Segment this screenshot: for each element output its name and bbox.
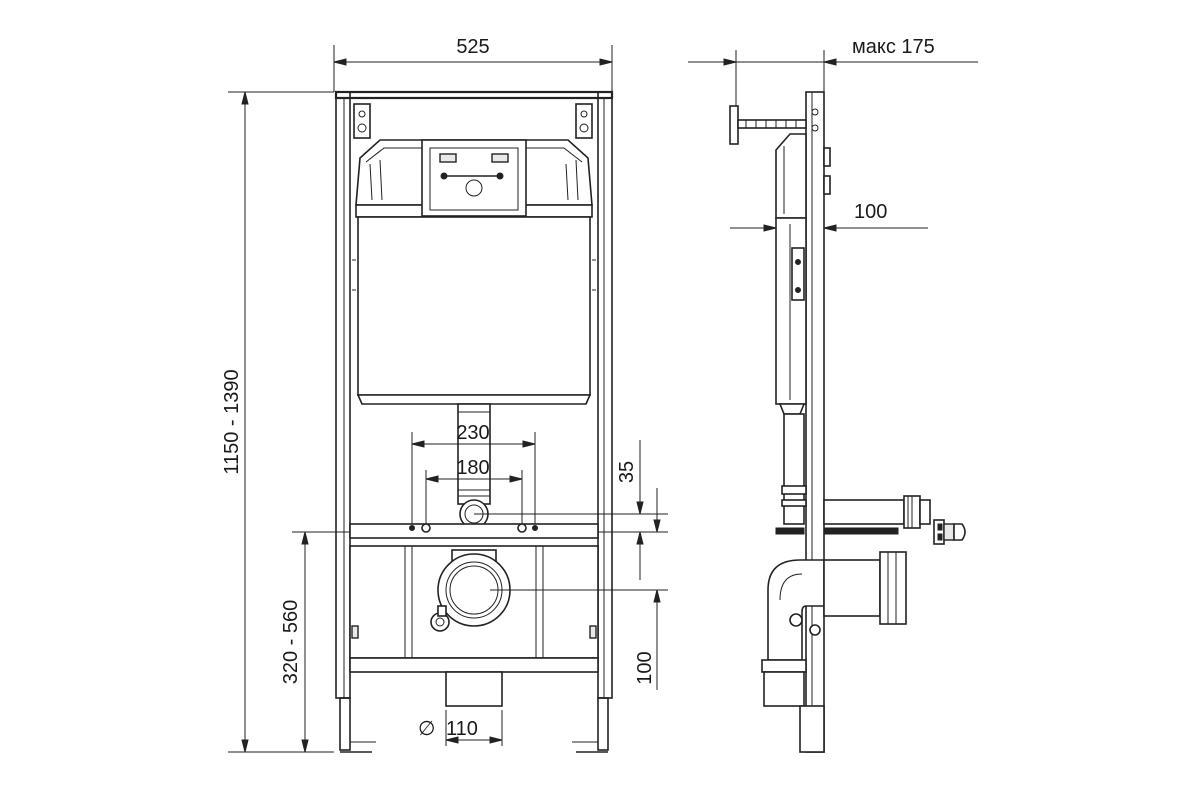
- height-label: 1150 - 1390: [221, 369, 243, 474]
- seat-height-label: 320 - 560: [280, 600, 302, 685]
- crossbar: [349, 523, 599, 547]
- drain-elbow: [761, 551, 907, 707]
- wall-anchor: [729, 105, 807, 145]
- cistern-side: [775, 133, 831, 415]
- pipe-diameter-dimension: [445, 710, 503, 746]
- side-frame-post: [805, 91, 825, 753]
- side-post-hole: [811, 108, 819, 116]
- depth-max-dimension: [688, 50, 978, 112]
- flush-pipe: [457, 403, 491, 529]
- side-post-bolt: [809, 624, 821, 636]
- spacing-230-label: 230: [456, 422, 489, 444]
- diameter-symbol: ∅: [418, 718, 435, 740]
- flush-spacing-dimensions: [411, 432, 536, 530]
- connection-fitting: [933, 519, 966, 545]
- width-label: 525: [456, 36, 489, 58]
- height-dimension: [228, 91, 334, 753]
- depth-dimension: [730, 224, 928, 232]
- offset-100-label: 100: [634, 651, 656, 684]
- side-flush-pipe: [781, 413, 931, 529]
- offset-35-label: 35: [616, 461, 638, 483]
- spacing-180-label: 180: [456, 457, 489, 479]
- frame: [334, 90, 614, 753]
- depth-100-label: 100: [854, 201, 887, 223]
- side-post-hole: [811, 124, 819, 132]
- lower-plate: [349, 545, 599, 707]
- front-view: [228, 45, 668, 753]
- side-view: [688, 50, 978, 753]
- width-dimension: [333, 45, 613, 92]
- threaded-studs: [775, 527, 899, 535]
- right-offset-dimensions: [474, 440, 668, 690]
- side-foot: [799, 705, 825, 753]
- depth-max-label: макс 175: [852, 36, 935, 58]
- diameter-label: 110: [446, 718, 478, 740]
- cistern: [352, 139, 596, 405]
